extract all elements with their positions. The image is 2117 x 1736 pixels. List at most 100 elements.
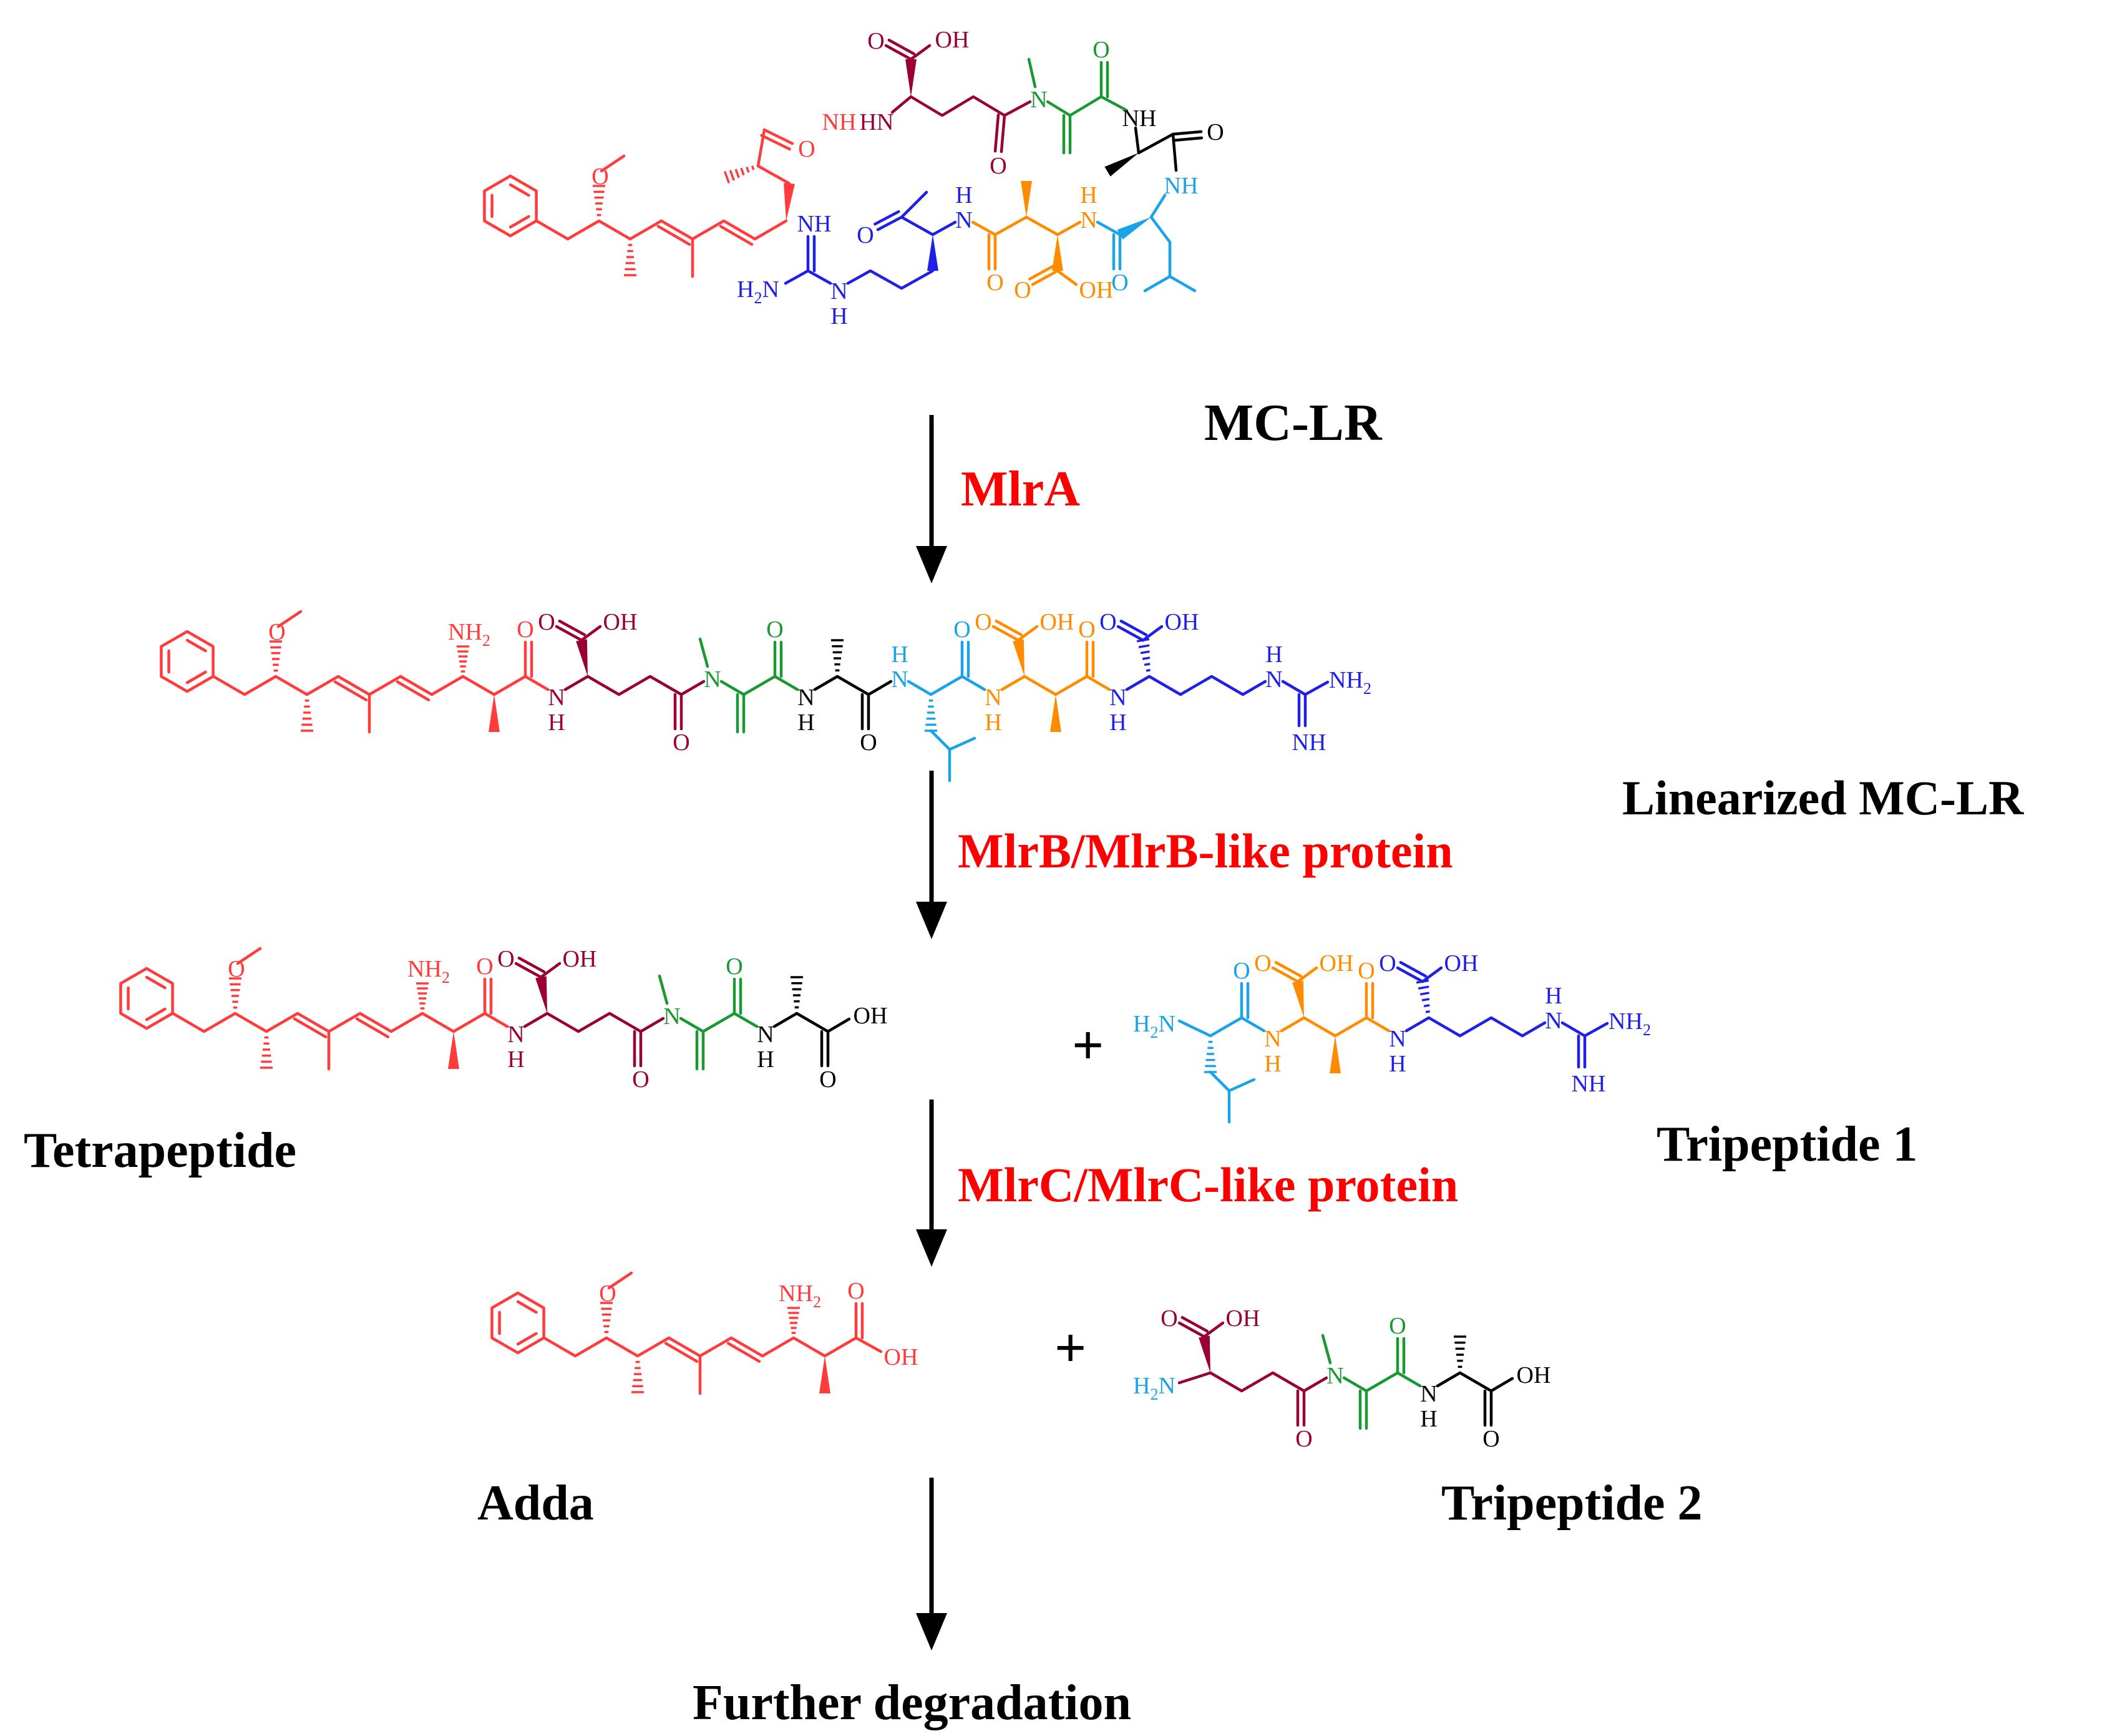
bond [1177, 1019, 1212, 1038]
atom-label: O [990, 153, 1006, 179]
bond [929, 675, 964, 696]
arrow-tetra-to-adda [916, 1100, 947, 1267]
bond [1209, 1070, 1231, 1124]
atom-label: O [1078, 617, 1095, 643]
double-bond [1177, 1321, 1206, 1339]
bond [691, 219, 726, 241]
bond [756, 164, 791, 185]
atom-label: OH [1320, 950, 1354, 977]
bond [1177, 1371, 1212, 1385]
hash-bond [723, 170, 731, 184]
atom-label: O [538, 609, 555, 635]
double-bond [884, 44, 913, 61]
bond [1333, 1016, 1368, 1038]
double-bond [876, 215, 903, 232]
wedge-bond [1052, 235, 1063, 271]
double-bond [1000, 114, 1006, 154]
atom-label: O [860, 729, 877, 756]
methoxy-bond [276, 610, 303, 628]
plus-sign-tetra: + [1072, 1015, 1104, 1076]
aromatic-bond [185, 638, 207, 653]
double-bond [399, 675, 434, 696]
atom-label: N [1109, 685, 1126, 711]
wedge-bond [1104, 153, 1139, 177]
bond [327, 1012, 362, 1033]
atom-label: N [663, 1003, 680, 1030]
double-bond [887, 38, 916, 56]
double-bond [874, 210, 900, 226]
bond [658, 974, 669, 1005]
hash-bond [740, 167, 745, 176]
bond [846, 269, 935, 290]
atom-label: OH [1040, 609, 1074, 635]
bond [483, 1012, 509, 1028]
atom-label: NH [822, 109, 857, 135]
bond [1404, 1016, 1431, 1033]
bond [1168, 240, 1197, 293]
atom-label: HN [860, 109, 894, 135]
bond [1141, 625, 1164, 642]
bond [1147, 675, 1267, 696]
bond [523, 1012, 549, 1028]
bond [909, 44, 932, 61]
atom-label: H [1264, 1051, 1281, 1077]
atom-label: N [797, 685, 814, 711]
atom-label: O [1389, 1313, 1406, 1339]
bond [1240, 1016, 1266, 1033]
atom-label: OH [935, 27, 970, 53]
benzene-ring [483, 174, 538, 238]
bond [1280, 1016, 1306, 1033]
aromatic-bond [509, 183, 530, 197]
plus-sign-adda: + [1054, 1317, 1086, 1379]
atom-label: N [1264, 1026, 1281, 1052]
hash-bond [729, 170, 735, 181]
enzyme-label-mlrb: MlrB/MlrB-like protein [958, 824, 1453, 878]
adda-chain [542, 1336, 671, 1358]
bond [742, 675, 777, 696]
atom-label: O [476, 953, 493, 980]
compound-label-linearized-mclr: Linearized MC-LR [1622, 771, 2025, 825]
double-bond [514, 962, 543, 979]
bond [806, 269, 832, 285]
arrow-adda-to-further [916, 1478, 947, 1651]
atom-label: OH [1444, 950, 1479, 977]
atom-label: O [1099, 609, 1116, 635]
atom-label: OH [854, 1003, 888, 1029]
atom-label: NH [1164, 173, 1199, 199]
hash-bond [1140, 650, 1150, 655]
bond [900, 190, 928, 219]
atom-label: NH [797, 211, 832, 237]
hash-bond [1418, 985, 1429, 990]
bond [1046, 100, 1072, 117]
atom-label: O [1358, 958, 1375, 984]
double-bond [1119, 619, 1148, 636]
benzene-ring [119, 967, 174, 1030]
double-bond [993, 113, 1000, 153]
atom-label: N [507, 1022, 524, 1048]
double-bond [1172, 136, 1204, 142]
bond [823, 1336, 858, 1358]
atom-label: O [986, 270, 1003, 296]
bond [580, 625, 602, 642]
bond [1068, 95, 1103, 117]
atom-label: OH [563, 946, 597, 972]
bond [753, 219, 788, 241]
double-bond [991, 625, 1020, 642]
atom-label: H [1420, 1406, 1437, 1432]
bond [835, 675, 870, 696]
hash-bond [734, 168, 740, 178]
atom-label: H [1109, 710, 1126, 736]
final-label-further-degradation: Further degradation [693, 1675, 1131, 1730]
double-bond [555, 625, 583, 642]
atom-label: O [591, 163, 608, 190]
bond [389, 1012, 424, 1033]
bond [1099, 95, 1129, 112]
double-bond [1396, 966, 1424, 983]
atom-label: NH [1292, 729, 1326, 756]
bond [421, 1012, 455, 1033]
atom-label: O [975, 609, 991, 635]
bond [1302, 1376, 1328, 1393]
bond [890, 95, 913, 114]
